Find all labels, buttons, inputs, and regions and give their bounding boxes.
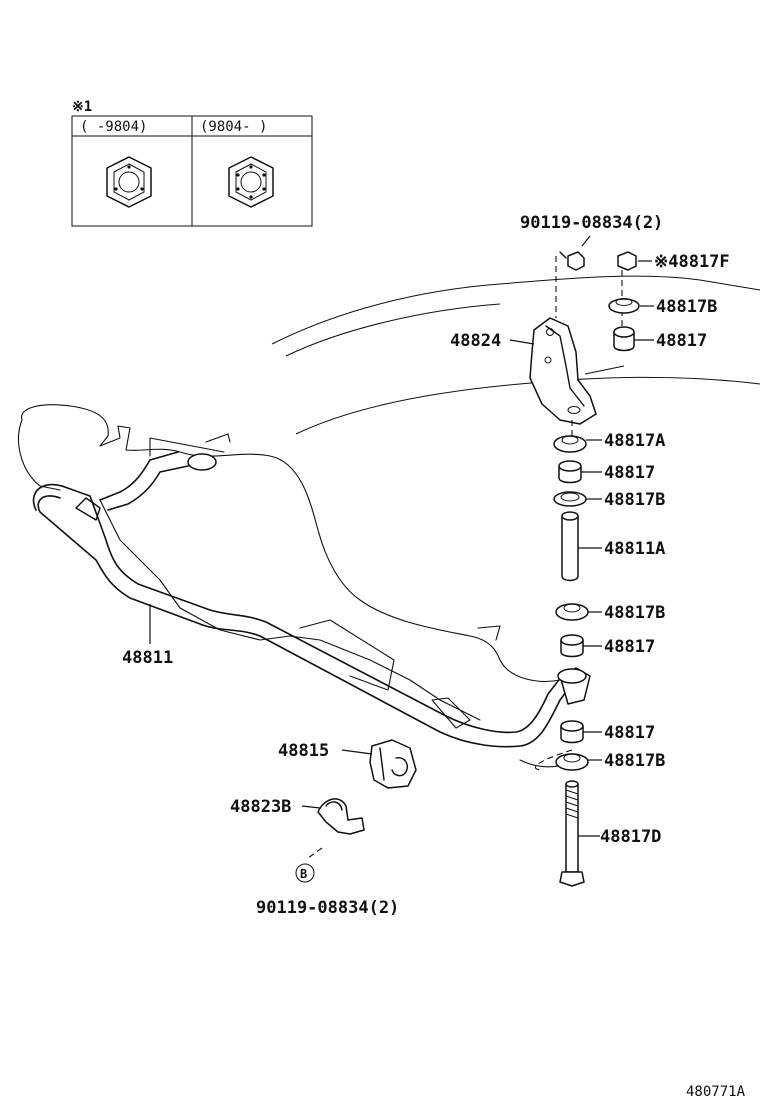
hex-nut-icon <box>106 156 152 208</box>
label-48824: 48824 <box>450 331 501 351</box>
washer-icon <box>555 753 589 771</box>
label-48823B: 48823B <box>230 797 291 817</box>
retainer-icon <box>553 435 587 453</box>
cushion-icon <box>613 326 635 352</box>
leader-lines <box>149 235 654 837</box>
label-48817-3: 48817 <box>604 637 655 657</box>
nut-icon <box>617 251 637 271</box>
washer-icon <box>555 603 589 621</box>
inset-table: ※1 ( -9804) (9804- ) <box>71 99 313 227</box>
inset-col-right: (9804- ) <box>200 119 267 135</box>
inset-mark: ※1 <box>72 99 92 115</box>
label-48817B-3: 48817B <box>604 603 665 623</box>
cushion-icon <box>560 634 584 658</box>
label-48817D: 48817D <box>600 827 661 847</box>
engine-outline <box>18 404 579 768</box>
washer-icon <box>553 491 587 507</box>
cushion-icon <box>560 720 584 744</box>
label-48817B-2: 48817B <box>604 490 665 510</box>
bolt-icon <box>559 251 585 271</box>
label-48817-2: 48817 <box>604 463 655 483</box>
figure-code: 480771A <box>686 1084 746 1100</box>
washer-icon <box>608 298 640 314</box>
bracket-48824 <box>529 317 597 425</box>
bushing-icon <box>369 739 417 789</box>
part-labels: 90119-08834(2) ※48817F 48817B 48817 4882… <box>122 213 746 1100</box>
circle-b-marker: B <box>295 863 315 883</box>
hex-nut-icon <box>228 156 274 208</box>
clamp-icon <box>317 798 365 835</box>
cushion-icon <box>558 460 582 484</box>
label-bolt-top: 90119-08834(2) <box>520 213 663 233</box>
stabilizer-bar <box>32 451 591 748</box>
long-bolt-icon <box>559 780 585 887</box>
label-48817B-4: 48817B <box>604 751 665 771</box>
label-48811A: 48811A <box>604 539 665 559</box>
label-48811: 48811 <box>122 648 173 668</box>
label-bolt-bottom: 90119-08834(2) <box>256 898 399 918</box>
frame-outline <box>271 275 760 435</box>
label-48817A: 48817A <box>604 431 665 451</box>
label-48817-top: 48817 <box>656 331 707 351</box>
label-48817-4: 48817 <box>604 723 655 743</box>
label-48817B-top: 48817B <box>656 297 717 317</box>
circle-b-label: B <box>300 867 307 881</box>
collar-icon <box>561 511 579 582</box>
inset-col-left: ( -9804) <box>80 119 147 135</box>
label-48815: 48815 <box>278 741 329 761</box>
label-48817F: ※48817F <box>654 252 730 272</box>
